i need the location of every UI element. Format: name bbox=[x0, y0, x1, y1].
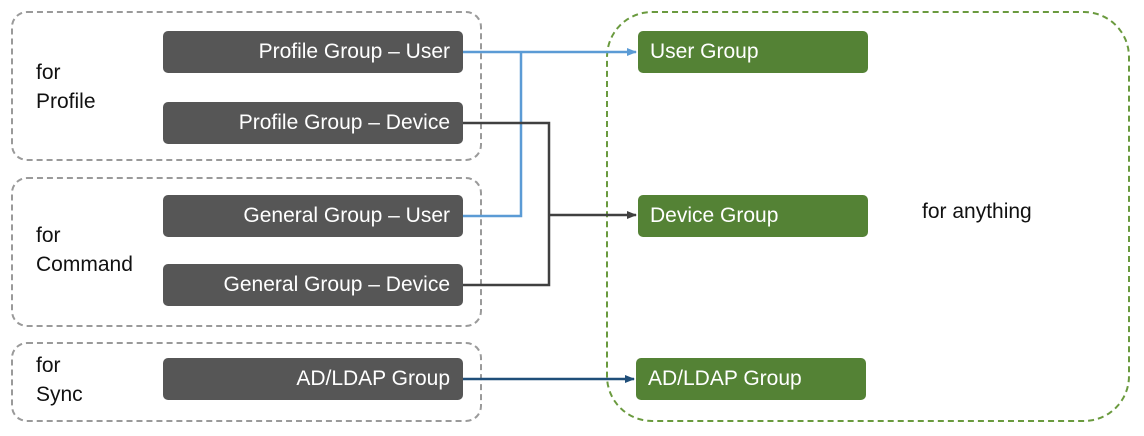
profile-group-device-box[interactable]: Profile Group – Device bbox=[163, 102, 463, 144]
for-profile-label: for Profile bbox=[36, 61, 96, 113]
general-user-to-user-group-line bbox=[463, 52, 523, 218]
user-group-box[interactable]: User Group bbox=[638, 31, 868, 73]
target-groups-container bbox=[606, 11, 1130, 422]
ad-ldap-group-source-box[interactable]: AD/LDAP Group bbox=[163, 358, 463, 400]
for-sync-label: for Sync bbox=[36, 354, 83, 406]
general-device-to-device-group-line bbox=[463, 215, 551, 287]
profile-group-user-box[interactable]: Profile Group – User bbox=[163, 31, 463, 73]
for-anything-label: for anything bbox=[922, 200, 1032, 223]
ad-ldap-group-target-box[interactable]: AD/LDAP Group bbox=[636, 358, 866, 400]
command-group-container bbox=[11, 177, 482, 327]
sync-group-container bbox=[11, 342, 482, 422]
for-command-label: for Command bbox=[36, 224, 133, 276]
general-group-user-box[interactable]: General Group – User bbox=[163, 195, 463, 237]
profile-group-container bbox=[11, 11, 482, 161]
device-group-box[interactable]: Device Group bbox=[638, 195, 868, 237]
general-group-device-box[interactable]: General Group – Device bbox=[163, 264, 463, 306]
profile-device-to-device-group-line bbox=[463, 121, 551, 215]
